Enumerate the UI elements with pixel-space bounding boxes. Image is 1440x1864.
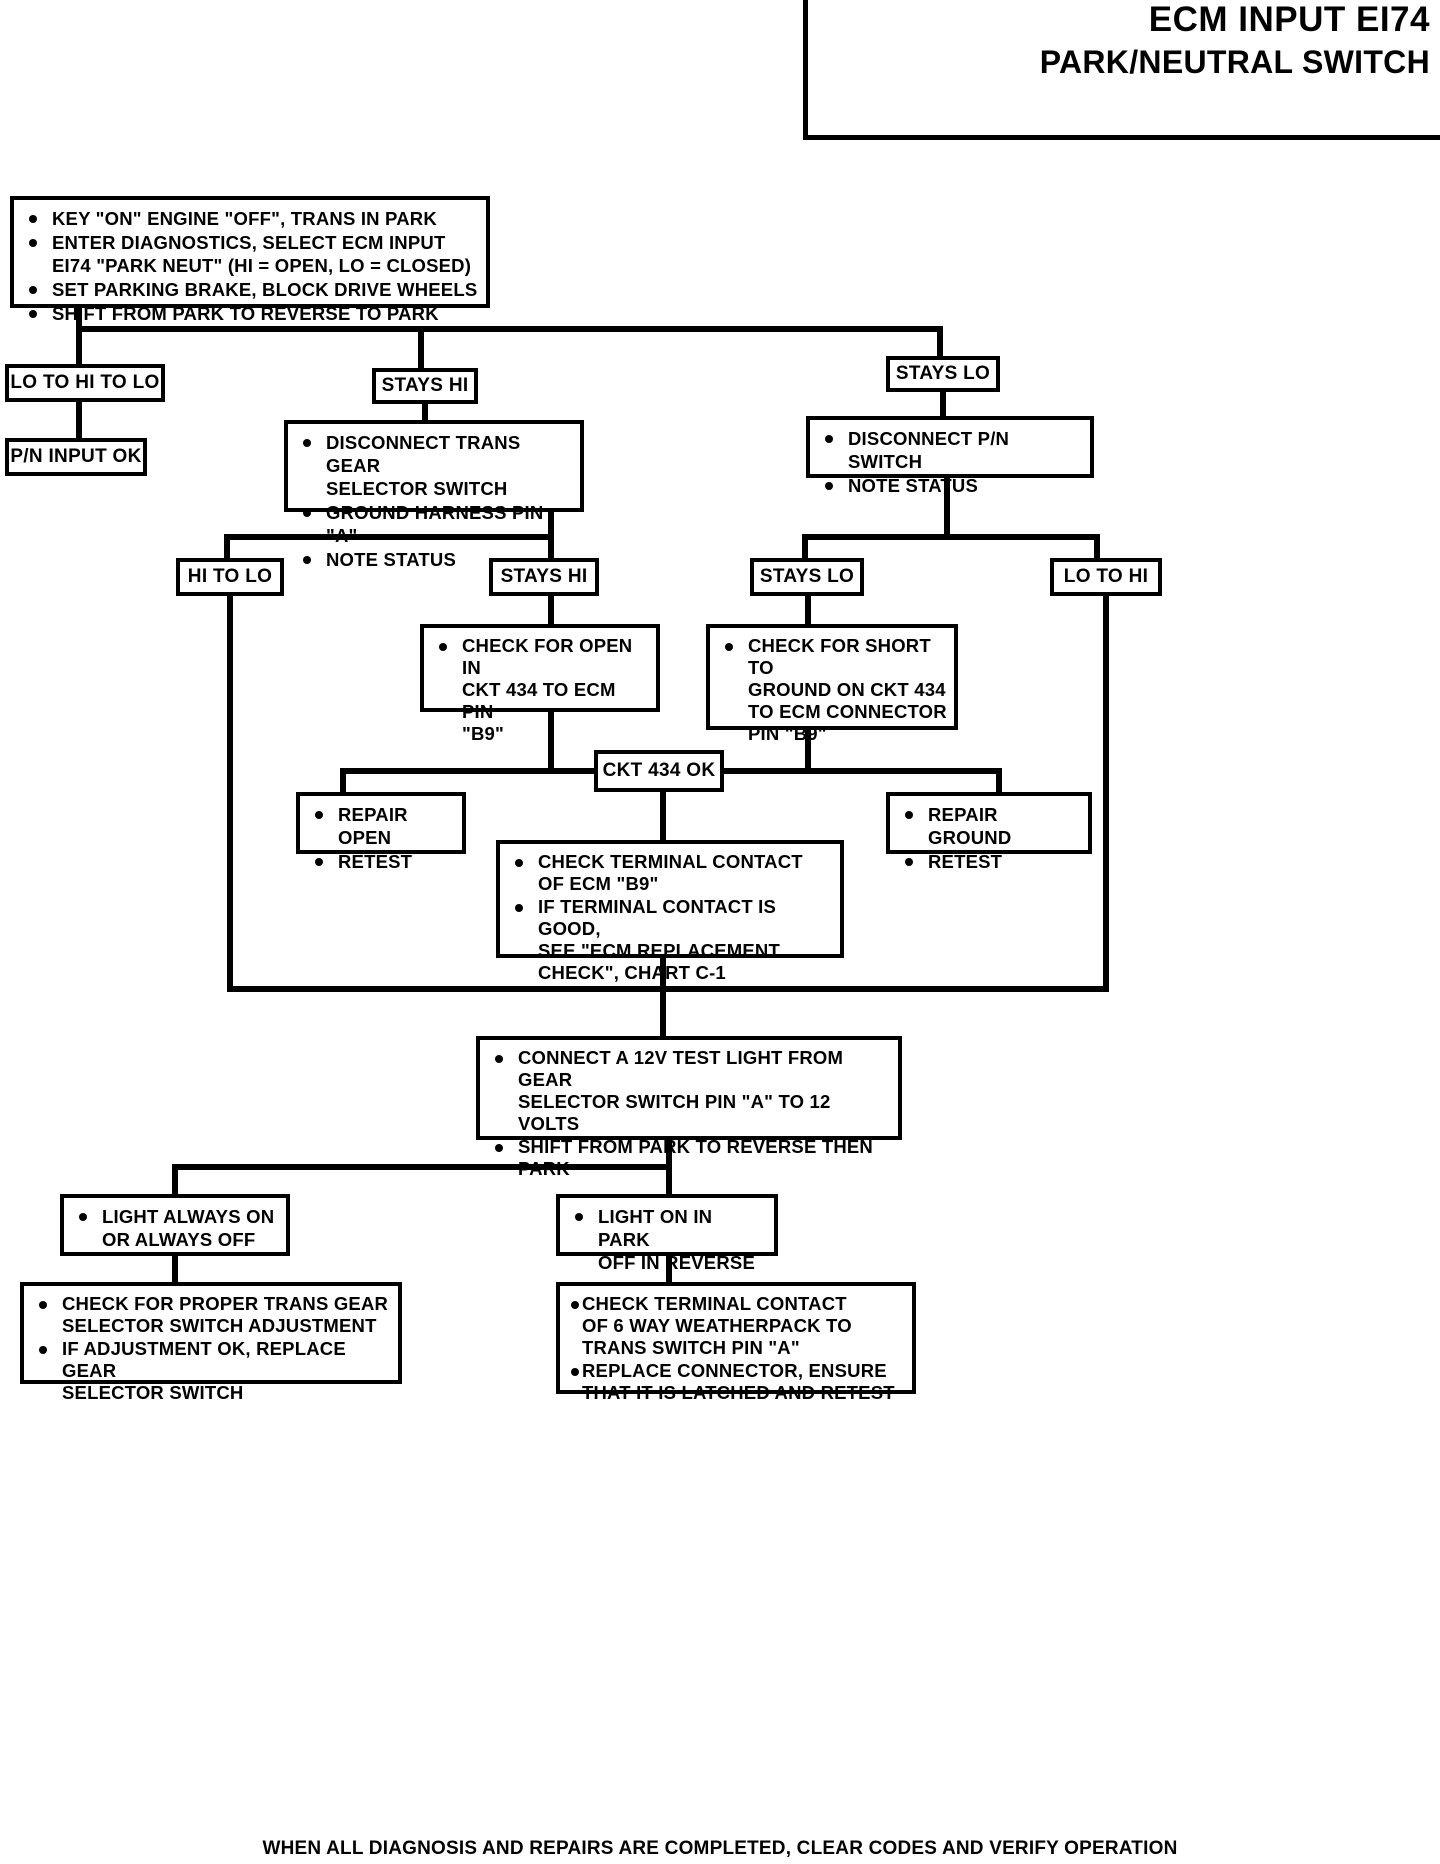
node-ckt-434-ok-label: CKT 434 OK: [602, 760, 716, 781]
connector-drop-light-always: [172, 1164, 178, 1196]
node-disconnect-pn-switch[interactable]: DISCONNECT P/N SWITCH NOTE STATUS: [806, 416, 1094, 496]
check-adjustment-item-1: CHECK FOR PROPER TRANS GEAR SELECTOR SWI…: [32, 1293, 392, 1337]
node-lo-to-hi-to-lo-label: LO TO HI TO LO: [10, 372, 160, 393]
connector-merge-to-test-light: [660, 986, 666, 1038]
connector-bus-row2-left: [224, 534, 554, 540]
connector-light-park-down: [666, 1256, 672, 1284]
connector-bus-merge-bottom: [227, 986, 1109, 992]
start-item-1: KEY "ON" ENGINE "OFF", TRANS IN PARK: [22, 207, 480, 230]
connector-trans-down: [548, 512, 554, 536]
test-light-item-2: SHIFT FROM PARK TO REVERSE THEN PARK: [488, 1136, 892, 1180]
check-adjustment-item-2: IF ADJUSTMENT OK, REPLACE GEAR SELECTOR …: [32, 1338, 392, 1404]
node-pn-input-ok-label: P/N INPUT OK: [10, 446, 142, 467]
node-stays-hi-1-label: STAYS HI: [381, 375, 469, 396]
check-weatherpack-item-2: REPLACE CONNECTOR, ENSURE THAT IT IS LAT…: [564, 1360, 906, 1404]
node-check-weatherpack[interactable]: CHECK TERMINAL CONTACT OF 6 WAY WEATHERP…: [556, 1282, 916, 1403]
connector-lo-hi-lo-to-pn-ok: [76, 402, 82, 440]
connector-lo-to-hi-long-down: [1103, 596, 1109, 992]
test-light-item-1: CONNECT A 12V TEST LIGHT FROM GEAR SELEC…: [488, 1047, 892, 1135]
connector-check-open-down: [548, 712, 554, 770]
title-block: ECM INPUT EI74 PARK/NEUTRAL SWITCH: [803, 0, 1440, 140]
page-subtitle: PARK/NEUTRAL SWITCH: [1039, 44, 1430, 80]
node-hi-to-lo[interactable]: HI TO LO: [176, 558, 284, 596]
node-hi-to-lo-label: HI TO LO: [187, 566, 273, 587]
light-always-item-1: LIGHT ALWAYS ON OR ALWAYS OFF: [72, 1205, 280, 1251]
node-check-short-ckt434[interactable]: CHECK FOR SHORT TO GROUND ON CKT 434 TO …: [706, 624, 958, 744]
connector-stays-hi-2-down: [548, 596, 554, 626]
connector-drop-light-park: [666, 1164, 672, 1196]
connector-drop-lo-to-hi: [1094, 534, 1100, 560]
node-connect-test-light[interactable]: CONNECT A 12V TEST LIGHT FROM GEAR SELEC…: [476, 1036, 902, 1179]
check-open-item-1: CHECK FOR OPEN IN CKT 434 TO ECM PIN "B9…: [432, 635, 650, 745]
connector-drop-stays-lo-1: [937, 326, 943, 356]
node-check-open-ckt434[interactable]: CHECK FOR OPEN IN CKT 434 TO ECM PIN "B9…: [420, 624, 660, 744]
connector-test-light-down: [666, 1140, 672, 1168]
check-terminal-ecm-item-1: CHECK TERMINAL CONTACT OF ECM "B9": [508, 851, 834, 895]
node-ckt-434-ok[interactable]: CKT 434 OK: [594, 750, 724, 792]
node-lo-to-hi-label: LO TO HI: [1063, 566, 1149, 587]
repair-ground-item-1: REPAIR GROUND: [898, 803, 1082, 849]
node-disconnect-trans-gear[interactable]: DISCONNECT TRANS GEAR SELECTOR SWITCH GR…: [284, 420, 584, 570]
connector-bus-row2-right: [802, 534, 1100, 540]
node-check-terminal-ecm-b9[interactable]: CHECK TERMINAL CONTACT OF ECM "B9" IF TE…: [496, 840, 844, 983]
connector-bus-ckt434-left: [340, 768, 600, 774]
node-lo-to-hi[interactable]: LO TO HI: [1050, 558, 1162, 596]
disconnect-pn-item-1: DISCONNECT P/N SWITCH: [818, 427, 1084, 473]
connector-bus-ckt434-right: [722, 768, 1002, 774]
node-start[interactable]: KEY "ON" ENGINE "OFF", TRANS IN PARK ENT…: [10, 196, 490, 324]
repair-open-item-1: REPAIR OPEN: [308, 803, 456, 849]
start-item-2: ENTER DIAGNOSTICS, SELECT ECM INPUT EI74…: [22, 231, 480, 277]
node-stays-lo-2-label: STAYS LO: [759, 566, 855, 587]
check-weatherpack-item-1: CHECK TERMINAL CONTACT OF 6 WAY WEATHERP…: [564, 1293, 906, 1359]
connector-bus-row1: [76, 326, 943, 332]
repair-ground-item-2: RETEST: [898, 850, 1082, 873]
connector-drop-stays-lo-2: [802, 534, 808, 560]
page-title: ECM INPUT EI74: [1148, 0, 1430, 39]
connector-stays-lo-2-down: [805, 596, 811, 626]
node-light-on-park-off-reverse[interactable]: LIGHT ON IN PARK OFF IN REVERSE: [556, 1194, 778, 1273]
light-park-item-1: LIGHT ON IN PARK OFF IN REVERSE: [568, 1205, 768, 1274]
connector-drop-hi-to-lo: [224, 534, 230, 560]
connector-terminal-ecm-down: [660, 958, 666, 992]
connector-drop-stays-hi-2: [548, 534, 554, 560]
connector-bus-row-bottom-split: [172, 1164, 672, 1170]
start-item-3: SET PARKING BRAKE, BLOCK DRIVE WHEELS: [22, 278, 480, 301]
node-stays-lo-2[interactable]: STAYS LO: [750, 558, 864, 596]
disconnect-trans-item-3: NOTE STATUS: [296, 548, 574, 571]
connector-pn-down: [944, 478, 950, 534]
disconnect-trans-item-1: DISCONNECT TRANS GEAR SELECTOR SWITCH: [296, 431, 574, 500]
repair-open-item-2: RETEST: [308, 850, 456, 873]
node-stays-hi-2-label: STAYS HI: [500, 566, 588, 587]
node-lo-to-hi-to-lo[interactable]: LO TO HI TO LO: [5, 364, 165, 402]
check-terminal-ecm-item-2: IF TERMINAL CONTACT IS GOOD, SEE "ECM RE…: [508, 896, 834, 984]
check-short-item-1: CHECK FOR SHORT TO GROUND ON CKT 434 TO …: [718, 635, 948, 745]
node-stays-lo-1[interactable]: STAYS LO: [886, 356, 1000, 392]
connector-drop-repair-ground: [996, 768, 1002, 794]
connector-drop-repair-open: [340, 768, 346, 794]
node-check-adjustment[interactable]: CHECK FOR PROPER TRANS GEAR SELECTOR SWI…: [20, 1282, 402, 1403]
disconnect-trans-item-2: GROUND HARNESS PIN "A": [296, 501, 574, 547]
node-repair-open[interactable]: REPAIR OPEN RETEST: [296, 792, 466, 872]
disconnect-pn-item-2: NOTE STATUS: [818, 474, 1084, 497]
connector-start-down: [76, 308, 82, 330]
node-stays-lo-1-label: STAYS LO: [895, 363, 991, 384]
node-pn-input-ok[interactable]: P/N INPUT OK: [5, 438, 147, 476]
connector-ckt434-ok-down: [660, 792, 666, 842]
connector-check-short-down: [805, 730, 811, 770]
node-stays-hi-1[interactable]: STAYS HI: [372, 368, 478, 404]
connector-drop-stays-hi-1: [418, 326, 424, 368]
node-repair-ground[interactable]: REPAIR GROUND RETEST: [886, 792, 1092, 872]
connector-stays-hi-1-down: [422, 404, 428, 422]
connector-stays-lo-1-down: [940, 392, 946, 418]
start-item-4: SHIFT FROM PARK TO REVERSE TO PARK: [22, 302, 480, 325]
node-stays-hi-2[interactable]: STAYS HI: [489, 558, 599, 596]
connector-light-always-down: [172, 1256, 178, 1284]
node-light-always-on-off[interactable]: LIGHT ALWAYS ON OR ALWAYS OFF: [60, 1194, 290, 1256]
footer-note: WHEN ALL DIAGNOSIS AND REPAIRS ARE COMPL…: [262, 1838, 1178, 1859]
connector-hi-to-lo-long-down: [227, 596, 233, 992]
connector-drop-lo-hi-lo: [76, 326, 82, 364]
